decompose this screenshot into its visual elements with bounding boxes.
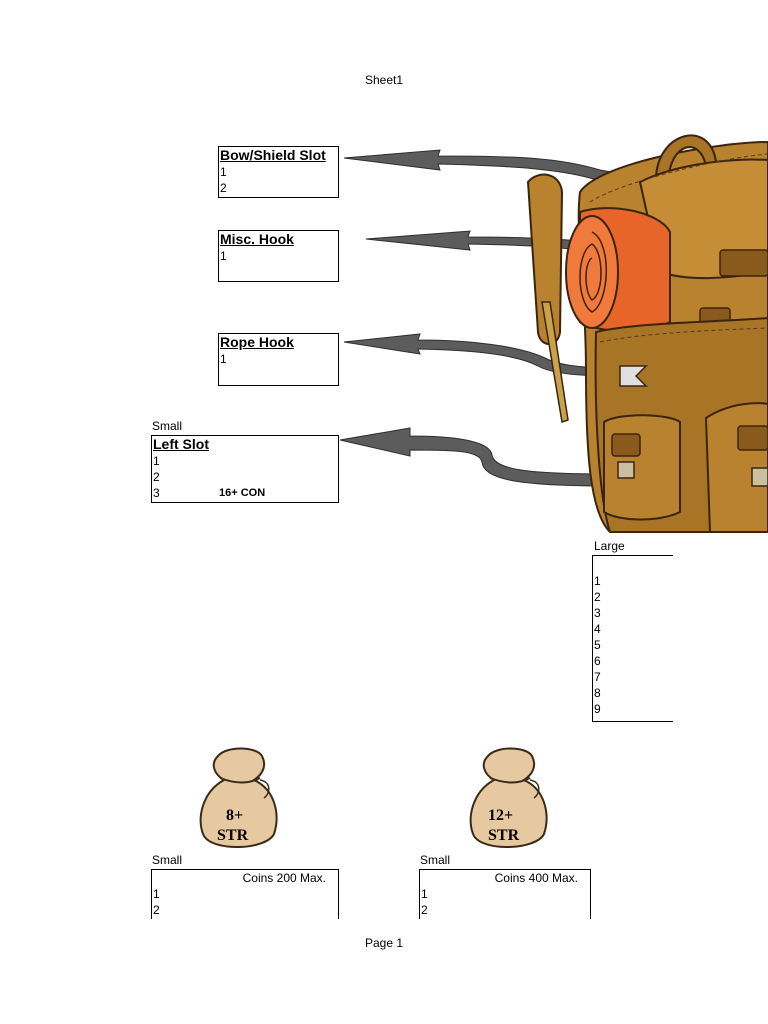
slot-row-number: 3 [153,486,160,500]
slot-row: 1 [421,887,428,901]
left-slot-size-label: Small [152,419,183,433]
coins-max-label: Coins 200 Max. [242,871,326,885]
slot-row: 1 [153,454,160,468]
right-pouch-size-label: Small [420,853,451,867]
left-pouch-size-label: Small [152,853,183,867]
slot-row: 2 [421,903,428,917]
large-slot-size-label: Large [594,539,625,553]
slot-row: 2 [220,181,227,195]
pouch-label-line1: 8+ [226,807,243,824]
coin-pouch-8-str-icon: 8+ STR [199,747,278,848]
right-pouch-slot-box: Coins 400 Max. 1 2 [419,869,591,919]
slot-row: 2 [153,903,160,917]
pouch-label-line2: STR [488,827,520,844]
pouch-label-line2: STR [217,827,249,844]
rope-hook-title: Rope Hook [220,334,294,350]
misc-hook-title: Misc. Hook [220,231,294,247]
slot-row: 7 [594,670,601,684]
pouch-label-line1: 12+ [488,807,513,824]
slot-row: 3 16+ CON [152,485,338,501]
con-requirement-note: 16+ CON [219,487,266,499]
slot-row: 9 [594,702,601,716]
page-footer: Page 1 [364,936,404,950]
slot-row: 2 [594,590,601,604]
slot-row: 6 [594,654,601,668]
left-slot-title: Left Slot [153,436,209,452]
bow-shield-slot-title: Bow/Shield Slot [220,147,326,163]
slot-row: 5 [594,638,601,652]
slot-row: 3 [594,606,601,620]
slot-row: 1 [220,165,227,179]
sheet-header: Sheet1 [364,73,404,87]
slot-row: 2 [153,470,160,484]
left-slot-box: Left Slot 1 2 3 16+ CON [151,435,339,503]
slot-row: 1 [153,887,160,901]
bow-shield-slot-box: Bow/Shield Slot 1 2 [218,146,339,198]
rope-hook-box: Rope Hook 1 [218,333,339,386]
slot-row: 1 [220,352,227,366]
coin-pouch-12-str-icon: 12+ STR [469,747,548,848]
large-slot-box: 1 2 3 4 5 6 7 8 9 [592,555,673,722]
slot-row: 1 [220,249,227,263]
backpack-illustration [526,134,768,533]
slot-row: 4 [594,622,601,636]
coins-max-label: Coins 400 Max. [494,871,578,885]
slot-row: 8 [594,686,601,700]
left-pouch-slot-box: Coins 200 Max. 1 2 [151,869,339,919]
misc-hook-box: Misc. Hook 1 [218,230,339,282]
slot-row: 1 [594,574,601,588]
